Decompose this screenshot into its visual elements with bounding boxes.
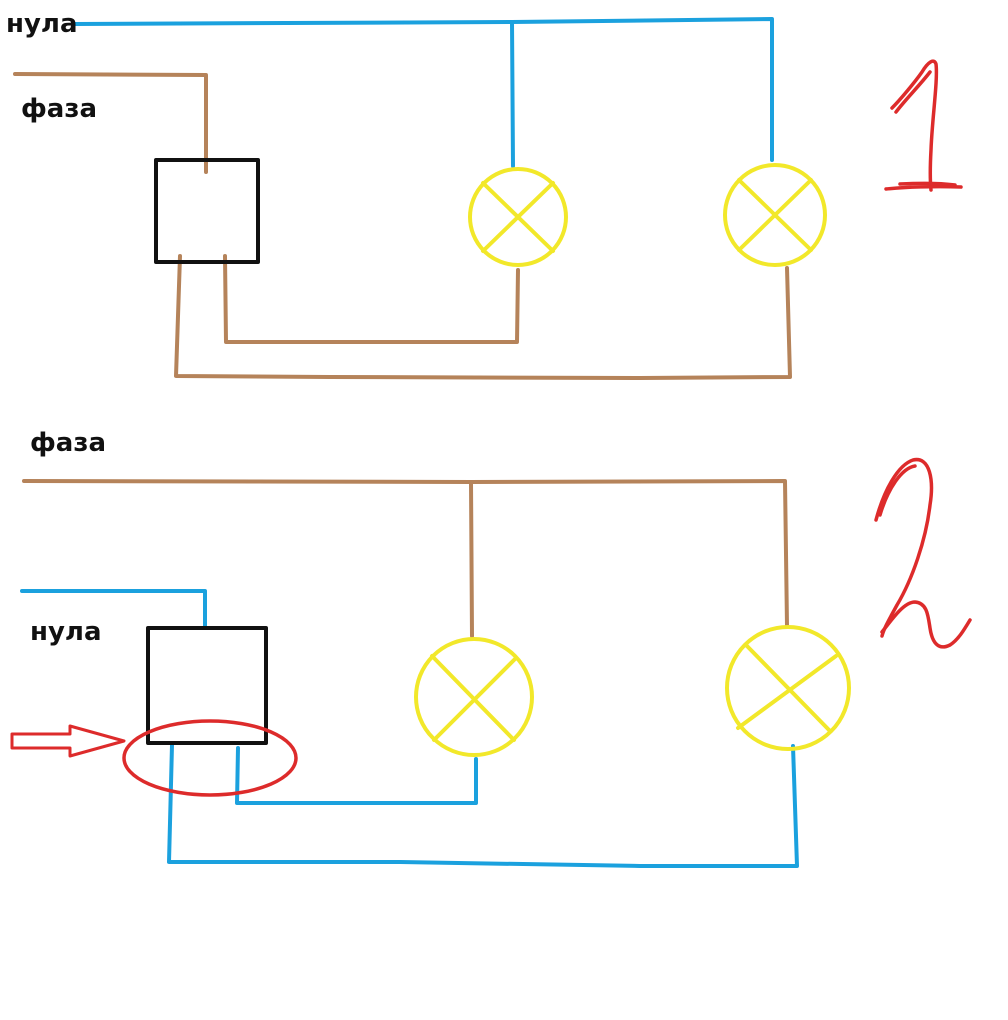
- diagram-2: фаза нула 2: [10, 428, 972, 868]
- diagram1-neutral-wires: [73, 17, 774, 168]
- diagram1-phase-label: фаза: [21, 94, 97, 124]
- diagram1-lamp-1-bulb: [468, 167, 568, 267]
- diagram2-lamp-1-bulb: [414, 637, 534, 757]
- diagram2-lamp-1-cross-a: [430, 654, 516, 742]
- diagram1-neutral-drop-lamp1: [510, 20, 515, 168]
- diagram2-switch-box: [146, 626, 268, 745]
- diagram2-switch-to-lamp1: [235, 746, 478, 805]
- diagram-1: нула фаза 1: [6, 9, 963, 380]
- diagram1-lamp-2-cross-b: [737, 178, 813, 252]
- diagram1-switch-box: [154, 158, 260, 264]
- diagram2-number-2: [874, 457, 972, 649]
- diagram2-neutral-wires: [20, 589, 799, 868]
- diagram1-phase-feed: [13, 72, 208, 174]
- diagram2-switch-to-lamp2: [167, 743, 799, 868]
- diagram1-lamp-1-cross-b: [481, 181, 555, 253]
- diagram2-highlight-ellipse: [122, 719, 298, 797]
- diagram2-lamp-2-cross-a: [744, 643, 832, 733]
- diagram1-switch-to-lamp2: [174, 254, 792, 380]
- diagram1-lamp-2: [723, 163, 827, 267]
- diagram2-pointer-arrow: [10, 724, 126, 758]
- diagram2-phase-wires: [22, 479, 789, 638]
- diagram2-lamp-2-bulb: [725, 625, 851, 751]
- diagram2-neutral-feed: [20, 589, 207, 630]
- diagram1-lamp-2-bulb: [723, 163, 827, 267]
- diagram2-phase-label: фаза: [30, 428, 106, 458]
- diagram1-lamp-1: [468, 167, 568, 267]
- diagram2-lamp-1-cross-b: [432, 656, 518, 742]
- diagram2-phase-drop-lamp1: [469, 480, 474, 638]
- diagram2-neutral-label: нула: [30, 617, 102, 647]
- diagram2-phase-main-line: [22, 479, 789, 628]
- diagram2-lamp-2: [725, 625, 851, 751]
- diagram2-lamp-1: [414, 637, 534, 757]
- diagram2-lamp-2-cross-b: [736, 654, 838, 730]
- diagram1-neutral-label: нула: [6, 9, 78, 39]
- diagram1-phase-wires: [13, 72, 792, 380]
- diagram1-number-1: [884, 59, 963, 192]
- diagram1-neutral-main-line: [73, 17, 774, 162]
- diagram1-switch-to-lamp1: [223, 254, 520, 344]
